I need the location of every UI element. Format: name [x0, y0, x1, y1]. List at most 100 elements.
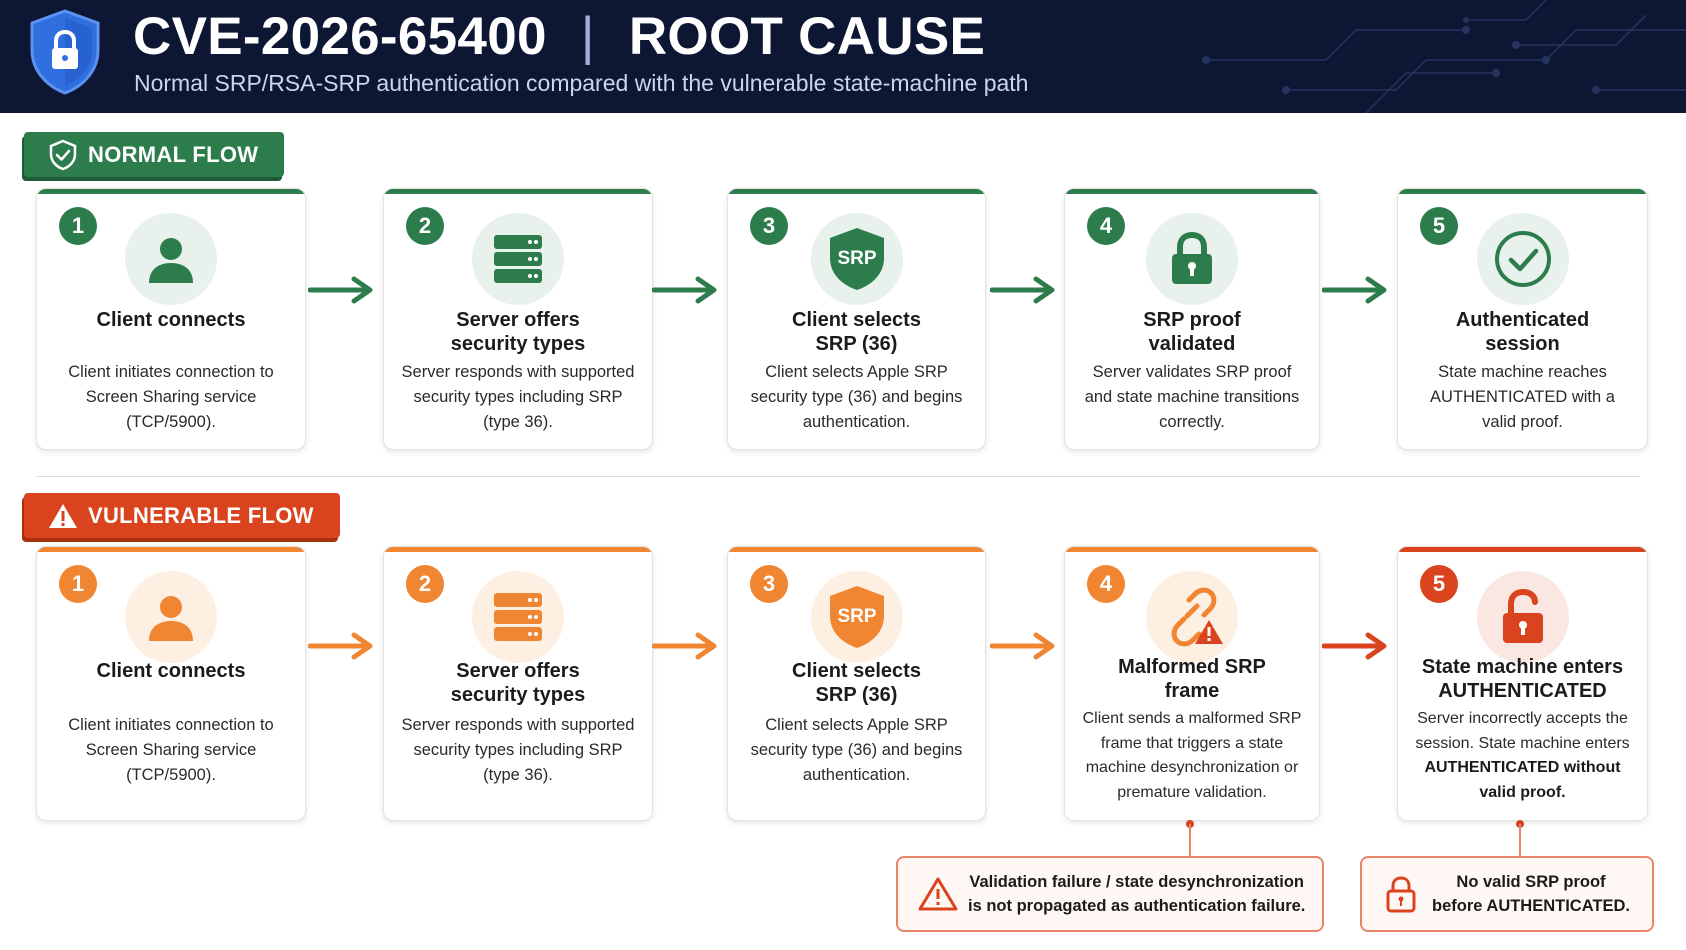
callout-line1: Validation failure / state desynchroniza… — [969, 873, 1305, 891]
normal-step-1-card: 1 Client connects Client initiates conne… — [36, 188, 306, 450]
arrow-right-icon — [990, 632, 1055, 660]
step-title-line1: Client selects — [792, 660, 921, 682]
arrow-right-icon — [652, 276, 717, 304]
callout-line2: before AUTHENTICATED. — [1432, 897, 1630, 915]
page-header: CVE-2026-65400 | ROOT CAUSE Normal SRP/RSA… — [0, 0, 1686, 113]
unlocked-lock-icon — [1502, 588, 1543, 643]
arrow-right-icon — [308, 276, 373, 304]
step-description: Server validates SRP proof and state mac… — [1084, 363, 1300, 431]
step-title-line1: Server offers — [456, 660, 580, 682]
broken-link-warning-icon — [1171, 587, 1223, 647]
page-subtitle: Normal SRP/RSA-SRP authentication compar… — [134, 70, 1029, 96]
step-description: Server responds with supported security … — [401, 363, 635, 431]
arrow-right-icon — [1322, 276, 1387, 304]
srp-icon-text: SRP — [837, 606, 876, 627]
no-valid-proof-callout: No valid SRP proof before AUTHENTICATED. — [1360, 856, 1654, 932]
step-number: 2 — [406, 565, 444, 603]
check-circle-icon — [1494, 231, 1551, 287]
normal-flow-label: NORMAL FLOW — [88, 141, 259, 167]
step-number: 4 — [1087, 565, 1125, 603]
shield-lock-icon — [30, 9, 100, 95]
title-heading: ROOT CAUSE — [628, 7, 986, 66]
step-description: Client sends a malformed SRP frame that … — [1082, 710, 1302, 801]
normal-flow-badge: NORMAL FLOW — [24, 132, 285, 177]
srp-shield-icon: SRP — [829, 586, 884, 648]
warning-icon — [918, 877, 958, 911]
arrow-right-icon — [1322, 632, 1387, 660]
step-description-bold: AUTHENTICATED without valid proof. — [1424, 759, 1621, 801]
step-title-line2: AUTHENTICATED — [1438, 680, 1607, 702]
shield-check-icon — [49, 139, 77, 170]
arrow-right-icon — [990, 276, 1055, 304]
step-title-line2: validated — [1148, 333, 1236, 355]
step-number: 1 — [59, 207, 97, 245]
arrow-right-icon — [308, 632, 373, 660]
vulnerable-flow-badge: VULNERABLE FLOW — [24, 493, 340, 538]
step-title-line2: security types — [450, 684, 586, 706]
lock-icon — [1172, 231, 1212, 284]
callout-text: Validation failure / state desynchroniza… — [968, 870, 1305, 918]
callout-text: No valid SRP proof before AUTHENTICATED. — [1432, 870, 1630, 918]
step-description: State machine reaches AUTHENTICATED with… — [1430, 363, 1615, 431]
validation-failure-callout: Validation failure / state desynchroniza… — [896, 856, 1324, 932]
step-title-line1: Client selects — [792, 309, 921, 331]
step-number: 4 — [1087, 207, 1125, 245]
srp-icon-text: SRP — [837, 248, 876, 269]
step-title-line1: Server offers — [456, 309, 580, 331]
step-title: Client connects — [96, 660, 246, 682]
section-divider — [36, 476, 1640, 477]
callout-connector — [1516, 820, 1524, 858]
step-title-line1: Authenticated — [1455, 309, 1590, 331]
step-title-line2: security types — [450, 333, 586, 355]
lock-icon — [1386, 876, 1416, 913]
step-description: Client initiates connection to Screen Sh… — [68, 716, 274, 784]
server-icon — [494, 593, 542, 641]
step-title-line1: SRP proof — [1143, 309, 1241, 331]
srp-shield-icon: SRP — [829, 228, 884, 290]
step-number: 1 — [59, 565, 97, 603]
step-number: 5 — [1420, 207, 1458, 245]
page-title: CVE-2026-65400 | ROOT CAUSE — [133, 6, 985, 67]
step-title-line2: session — [1485, 333, 1560, 355]
circuit-decoration — [1202, 0, 1686, 113]
step-number: 3 — [750, 207, 788, 245]
step-number: 5 — [1420, 565, 1458, 603]
step-number: 2 — [406, 207, 444, 245]
step-description: Client selects Apple SRP security type (… — [750, 716, 963, 784]
vulnerable-flow-label: VULNERABLE FLOW — [88, 502, 314, 528]
arrow-right-icon — [652, 632, 717, 660]
step-title-line1: Malformed SRP — [1118, 656, 1266, 678]
warning-icon — [49, 503, 77, 528]
step-title-line1: State machine enters — [1421, 656, 1624, 678]
step-description: Server incorrectly accepts the session. … — [1408, 707, 1637, 805]
step-description: Client selects Apple SRP security type (… — [750, 363, 963, 431]
step-description: Client initiates connection to Screen Sh… — [68, 363, 274, 431]
user-icon — [149, 238, 193, 283]
step-title-line2: SRP (36) — [815, 684, 898, 706]
step-description: Server responds with supported security … — [401, 716, 635, 784]
step-number: 3 — [750, 565, 788, 603]
callout-line1: No valid SRP proof — [1456, 873, 1606, 891]
user-icon — [149, 596, 193, 641]
title-separator: | — [580, 7, 595, 66]
cve-id: CVE-2026-65400 — [133, 7, 547, 66]
step-title-line2: frame — [1164, 680, 1220, 702]
callout-connector — [1186, 820, 1194, 858]
server-icon — [494, 235, 542, 283]
callout-line2: is not propagated as authentication fail… — [968, 897, 1306, 915]
